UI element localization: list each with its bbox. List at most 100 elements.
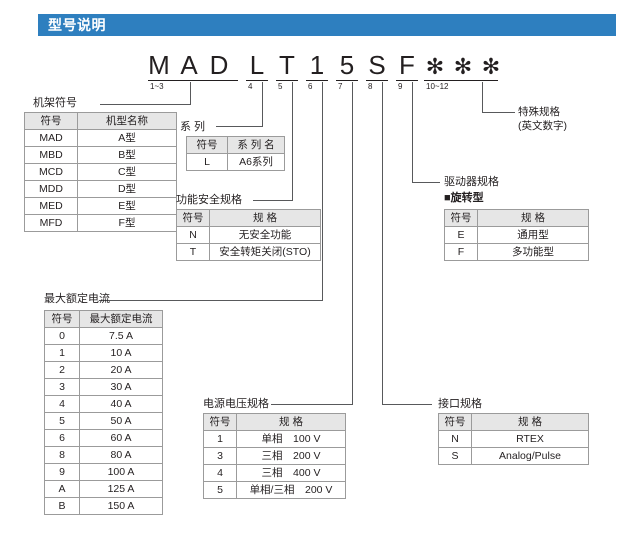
section-banner <box>38 14 616 36</box>
table-cell: 无安全功能 <box>209 226 321 244</box>
table-cell: 100 A <box>79 463 163 481</box>
table-cell: 3 <box>44 378 80 396</box>
current-caption: 最大额定电流 <box>44 293 110 305</box>
position-label-4: 4 <box>248 82 253 91</box>
table-cell: 1 <box>44 344 80 362</box>
model-char-9: F <box>399 50 415 80</box>
series-caption: 系 列 <box>180 121 206 133</box>
table-cell: L <box>186 153 228 171</box>
table-cell: 5 <box>44 412 80 430</box>
position-label-5: 5 <box>278 82 283 91</box>
table-cell: 单相 100 V <box>236 430 346 448</box>
column-header: 符号 <box>186 136 228 154</box>
model-underline-5 <box>276 80 298 81</box>
table-cell: MFD <box>24 214 78 232</box>
table-cell: 安全转矩关闭(STO) <box>209 243 321 261</box>
leader-voltage-horizontal <box>271 404 353 405</box>
leader-driver-horizontal <box>412 182 440 183</box>
voltage-caption: 电源电压规格 <box>203 398 269 410</box>
table-cell: MDD <box>24 180 78 198</box>
table-cell: F型 <box>77 214 177 232</box>
table-cell: 30 A <box>79 378 163 396</box>
table-cell: D型 <box>77 180 177 198</box>
model-underline-7 <box>336 80 358 81</box>
table-cell: 通用型 <box>477 226 589 244</box>
model-underline-8 <box>366 80 388 81</box>
table-cell: B型 <box>77 146 177 164</box>
model-char-10: ✻ <box>425 54 445 79</box>
table-cell: N <box>176 226 210 244</box>
table-cell: MBD <box>24 146 78 164</box>
position-label-9: 9 <box>398 82 403 91</box>
leader-frame-horizontal <box>100 104 191 105</box>
column-header: 规 格 <box>477 209 589 227</box>
leader-driver-vertical <box>412 82 413 182</box>
table-cell: A <box>44 480 80 498</box>
model-char-8: S <box>368 50 386 80</box>
position-label-1-3: 1~3 <box>150 82 164 91</box>
column-header: 符号 <box>203 413 237 431</box>
model-char-4: L <box>249 50 265 80</box>
column-header: 最大额定电流 <box>79 310 163 328</box>
interface-caption: 接口规格 <box>438 398 482 410</box>
column-header: 系 列 名 <box>227 136 285 154</box>
table-cell: T <box>176 243 210 261</box>
leader-current-horizontal <box>99 300 323 301</box>
table-cell: N <box>438 430 472 448</box>
table-cell: 20 A <box>79 361 163 379</box>
leader-special-vertical <box>482 82 483 112</box>
table-cell: 三相 200 V <box>236 447 346 465</box>
page-title: 型号说明 <box>48 17 106 33</box>
table-cell: 7.5 A <box>79 327 163 345</box>
table-cell: 50 A <box>79 412 163 430</box>
table-cell: 单相/三相 200 V <box>236 481 346 499</box>
model-char-5: T <box>279 50 295 80</box>
table-cell: 3 <box>203 447 237 465</box>
table-cell: 4 <box>44 395 80 413</box>
table-cell: 60 A <box>79 429 163 447</box>
table-cell: 9 <box>44 463 80 481</box>
safety-caption: 功能安全规格 <box>176 194 242 206</box>
table-cell: 多功能型 <box>477 243 589 261</box>
table-cell: RTEX <box>471 430 589 448</box>
table-cell: 150 A <box>79 497 163 515</box>
table-cell: 三相 400 V <box>236 464 346 482</box>
model-underline-9 <box>396 80 418 81</box>
table-cell: F <box>444 243 478 261</box>
column-header: 机型名称 <box>77 112 177 130</box>
leader-interface-horizontal <box>382 404 432 405</box>
column-header: 规 格 <box>471 413 589 431</box>
position-label-7: 7 <box>338 82 343 91</box>
column-header: 符号 <box>24 112 78 130</box>
table-cell: MCD <box>24 163 78 181</box>
special-caption-line2: (英文数字) <box>518 120 567 132</box>
leader-safety-vertical <box>292 82 293 200</box>
column-header: 符号 <box>44 310 80 328</box>
model-underline-6 <box>306 80 328 81</box>
table-cell: Analog/Pulse <box>471 447 589 465</box>
column-header: 规 格 <box>209 209 321 227</box>
table-cell: 4 <box>203 464 237 482</box>
table-cell: 2 <box>44 361 80 379</box>
